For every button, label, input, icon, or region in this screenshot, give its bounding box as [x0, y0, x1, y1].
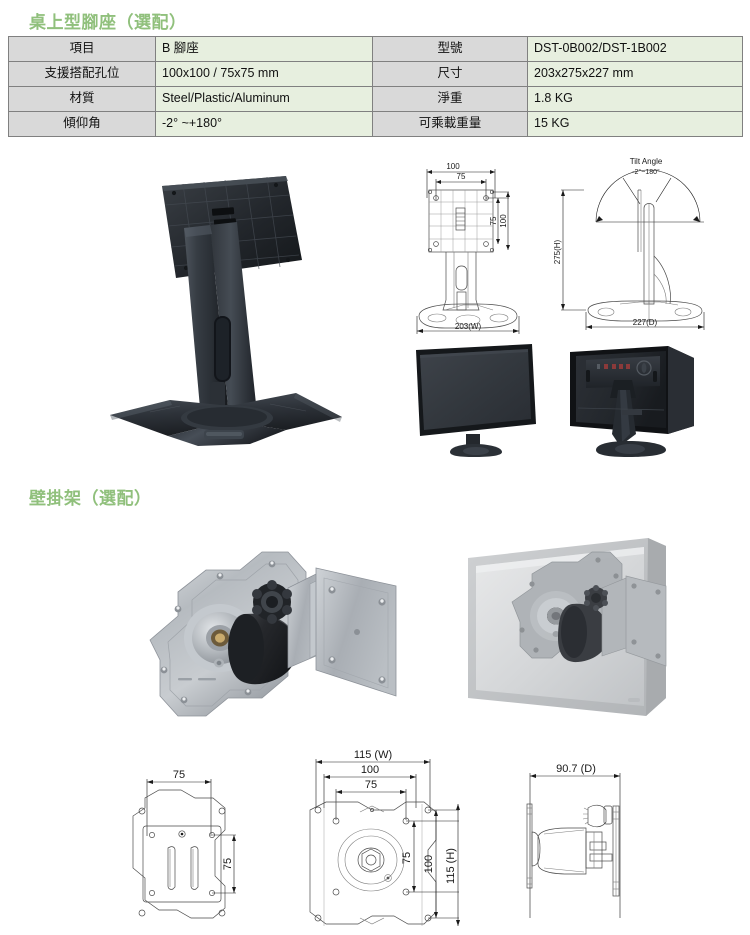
- spec-label-item: 項目: [8, 36, 156, 62]
- spec-value-dimension: 203x275x227 mm: [527, 61, 743, 87]
- table-row: 傾仰角 -2° ~+180° 可乘載重量 15 KG: [8, 111, 743, 137]
- dim-label-275-height: 275(H): [553, 239, 562, 264]
- spec-value-item: B 腳座: [155, 36, 373, 62]
- table-row: 材質 Steel/Plastic/Aluminum 淨重 1.8 KG: [8, 86, 743, 112]
- spec-value-tilt: -2° ~+180°: [155, 111, 373, 137]
- stand-hero-photo: [110, 168, 350, 458]
- monitor-front-photo: [410, 340, 540, 458]
- wall-mount-monitor-photo: [440, 520, 740, 740]
- dim-label-115-height: 115 (H): [445, 848, 457, 884]
- spec-label-material: 材質: [8, 86, 156, 112]
- spec-label-model: 型號: [372, 36, 528, 62]
- tilt-angle-label: Tilt Angle: [630, 157, 663, 166]
- dim-label-75-right-rear: 75: [222, 858, 234, 870]
- section-heading-wall-mount: 壁掛架（選配）: [29, 489, 152, 508]
- dim-label-907-depth: 90.7 (D): [556, 763, 596, 775]
- dim-label-227-depth: 227(D): [633, 318, 658, 327]
- spec-label-load: 可乘載重量: [372, 111, 528, 137]
- spec-label-dimension: 尺寸: [372, 61, 528, 87]
- spec-value-model: DST-0B002/DST-1B002: [527, 36, 743, 62]
- dim-label-75-height: 75: [401, 852, 413, 864]
- spec-value-net-weight: 1.8 KG: [527, 86, 743, 112]
- tilt-angle-value: -2°~180°: [632, 168, 660, 176]
- wall-mount-front-plate-drawing: 115 (W) 100 75: [298, 742, 488, 934]
- stand-front-view-drawing: 100 75: [405, 158, 530, 336]
- table-row: 項目 B 腳座 型號 DST-0B002/DST-1B002: [8, 36, 743, 62]
- spec-value-vesa: 100x100 / 75x75 mm: [155, 61, 373, 87]
- monitor-back-photo: [562, 338, 702, 460]
- dim-label-75-right: 75: [489, 216, 498, 225]
- wall-mount-side-drawing: 90.7 (D): [518, 748, 678, 935]
- dim-label-75-top-rear: 75: [173, 769, 185, 781]
- spec-label-vesa: 支援搭配孔位: [8, 61, 156, 87]
- stand-side-view-drawing: Tilt Angle -2°~180° 275(H): [528, 152, 733, 336]
- spec-label-tilt: 傾仰角: [8, 111, 156, 137]
- dim-label-75-width: 75: [365, 779, 377, 791]
- section-heading-desktop-stand: 桌上型腳座（選配）: [29, 13, 187, 32]
- wall-mount-photo: [120, 520, 440, 740]
- stand-spec-table: 項目 B 腳座 型號 DST-0B002/DST-1B002 支援搭配孔位 10…: [8, 36, 743, 137]
- dim-label-115-width: 115 (W): [354, 749, 392, 761]
- dim-label-75-top: 75: [457, 172, 466, 181]
- dim-label-100-top: 100: [446, 162, 460, 171]
- table-row: 支援搭配孔位 100x100 / 75x75 mm 尺寸 203x275x227…: [8, 61, 743, 87]
- spec-value-material: Steel/Plastic/Aluminum: [155, 86, 373, 112]
- dim-label-203-width: 203(W): [455, 322, 482, 331]
- spec-value-load: 15 KG: [527, 111, 743, 137]
- wall-mount-rear-plate-drawing: 75: [118, 750, 263, 932]
- dim-label-100-height: 100: [423, 855, 435, 873]
- spec-label-net-weight: 淨重: [372, 86, 528, 112]
- dim-label-100-right: 100: [499, 214, 508, 228]
- dim-label-100-width: 100: [361, 764, 379, 776]
